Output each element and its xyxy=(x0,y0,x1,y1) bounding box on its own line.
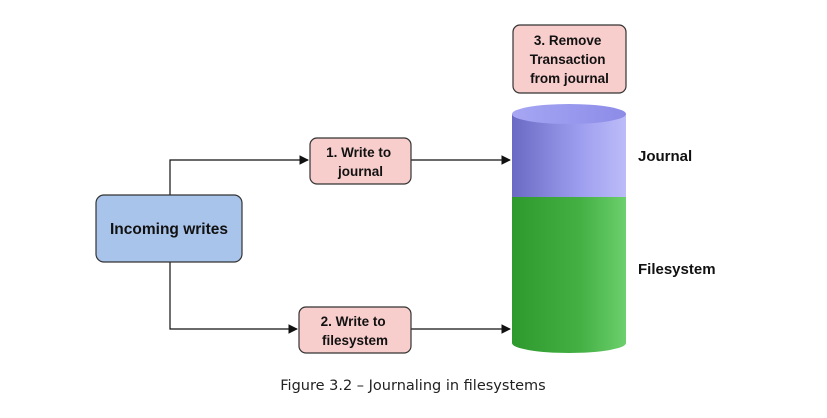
cylinder-top xyxy=(512,104,626,124)
filesystem-label: Filesystem xyxy=(638,261,716,278)
step-write-to-journal-line-1: 1. Write to xyxy=(326,145,391,160)
step-write-to-filesystem-line-2: filesystem xyxy=(322,333,388,348)
storage-cylinder xyxy=(512,104,626,353)
figure-caption: Figure 3.2 – Journaling in filesystems xyxy=(280,378,545,394)
connector-source-to-journal-step xyxy=(169,155,309,195)
step-remove-transaction-line-3: from journal xyxy=(530,71,609,86)
connector-source-to-filesystem-step xyxy=(169,262,298,334)
filesystem-section xyxy=(512,196,626,353)
incoming-writes-label: Incoming writes xyxy=(110,221,228,238)
svg-text:2. Write to filesystem: 2. Write to filesystem xyxy=(321,314,390,348)
journal-label: Journal xyxy=(638,148,692,165)
step-remove-transaction-box: 3. Remove Transaction from journal xyxy=(512,24,627,94)
svg-text:3. Remove Transaction: 3. Remove Transaction from journal xyxy=(530,33,610,86)
step-remove-transaction-line-1: 3. Remove xyxy=(534,33,602,48)
step-write-to-filesystem-line-1: 2. Write to xyxy=(321,314,386,329)
journal-section xyxy=(512,114,626,197)
step-remove-transaction-line-2: Transaction xyxy=(530,52,606,67)
step-write-to-journal-line-2: journal xyxy=(337,164,383,179)
incoming-writes-box: Incoming writes xyxy=(95,194,243,263)
step-write-to-filesystem-box: 2. Write to filesystem xyxy=(298,306,412,354)
svg-text:1. Write to journal: 1. Write to journal xyxy=(326,145,395,179)
step-write-to-journal-box: 1. Write to journal xyxy=(309,137,412,185)
